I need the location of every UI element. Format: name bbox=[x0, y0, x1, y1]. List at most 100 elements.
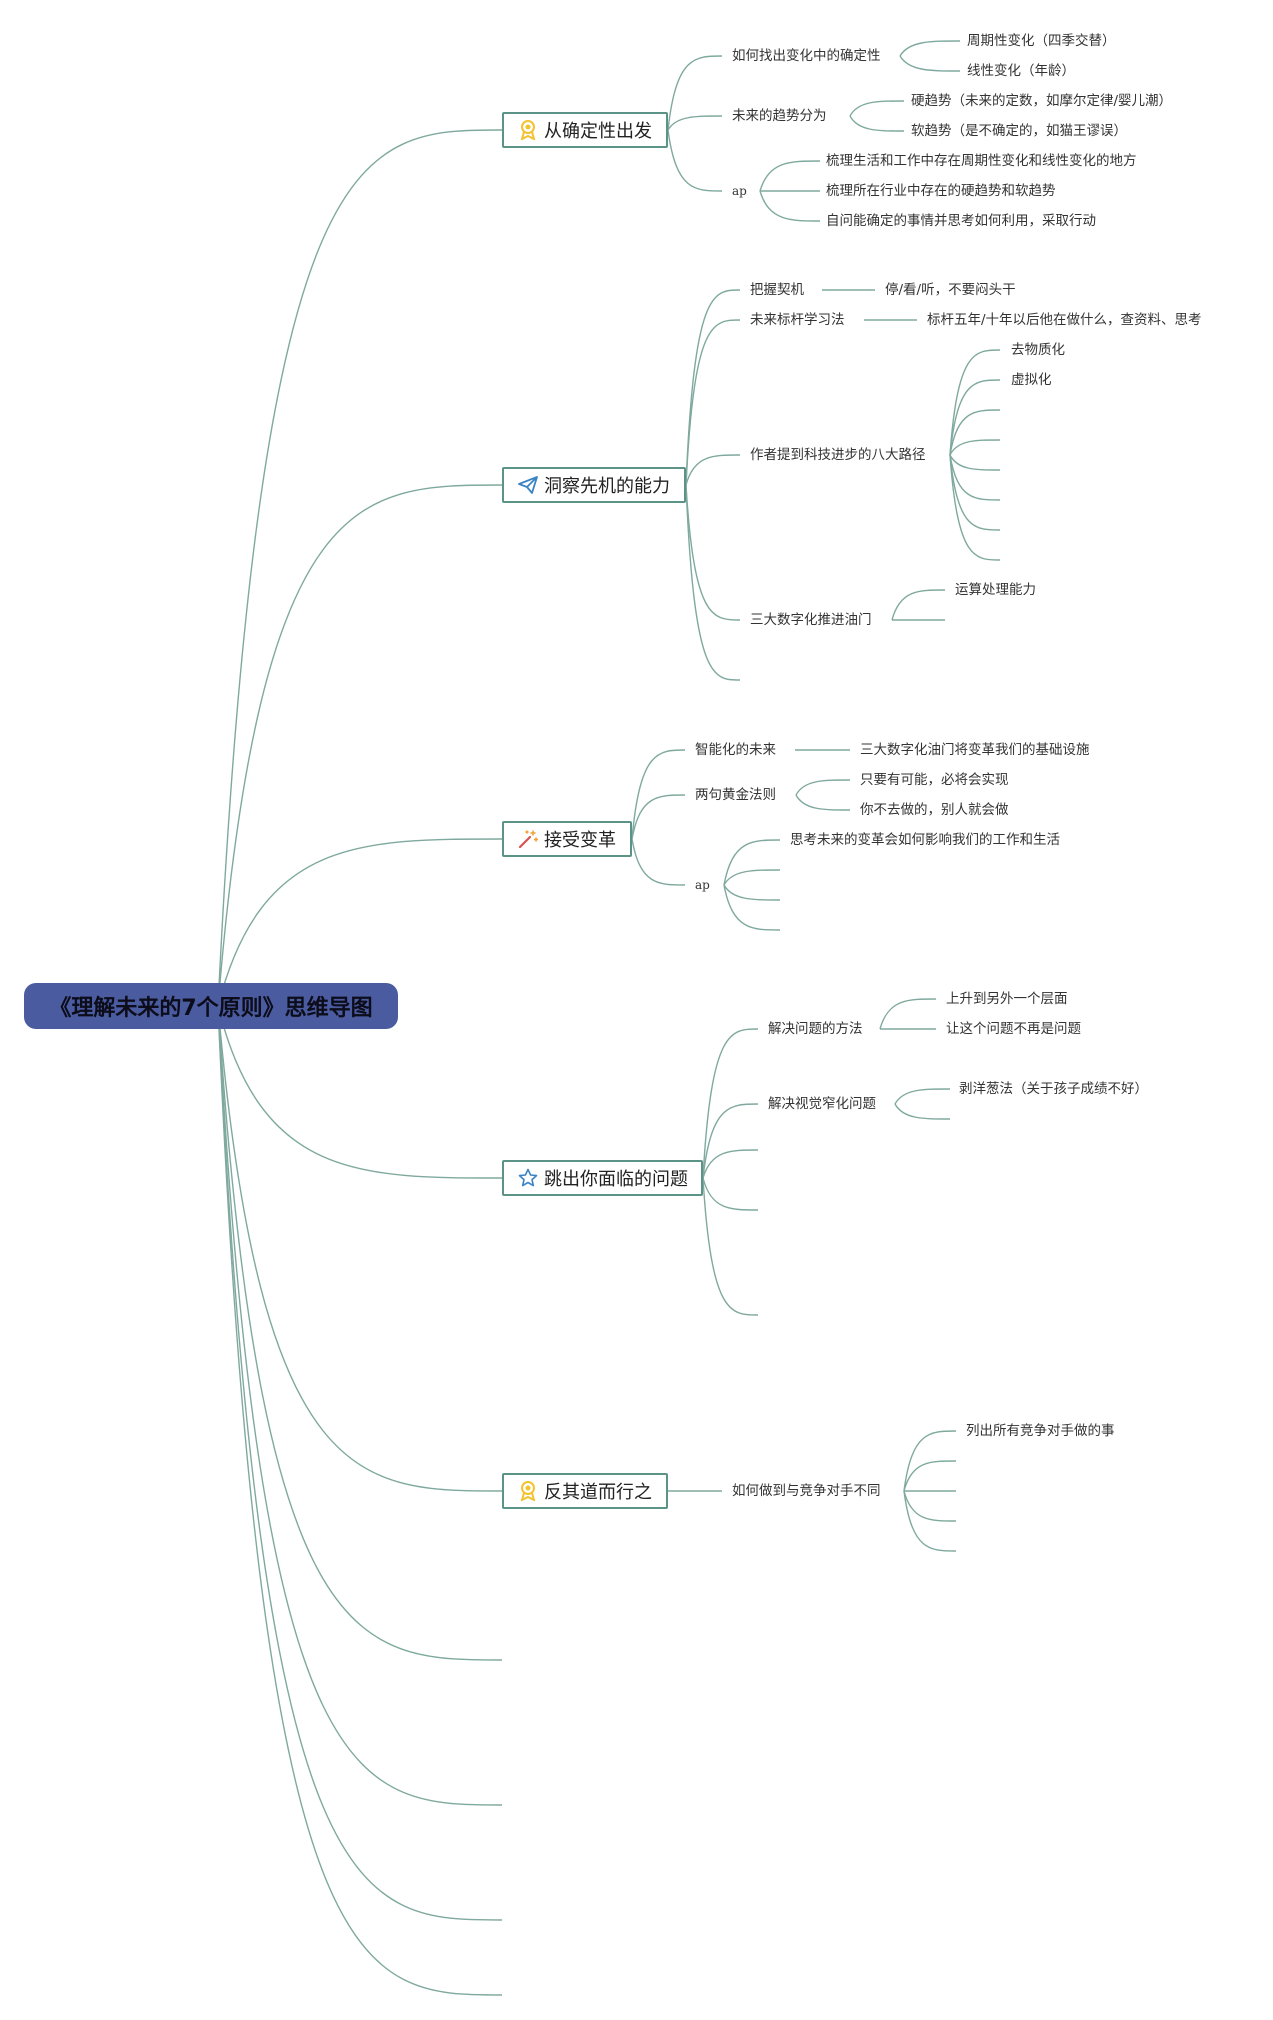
star-icon bbox=[518, 1168, 538, 1188]
leaf-topic[interactable]: 去物质化 bbox=[1011, 342, 1065, 358]
subtopic[interactable]: 解决视觉窄化问题 bbox=[768, 1096, 876, 1112]
leaf-topic[interactable]: 标杆五年/十年以后他在做什么，查资料、思考 bbox=[927, 312, 1202, 328]
connector-curve bbox=[685, 319, 741, 486]
award-icon bbox=[518, 1481, 538, 1501]
leaf-topic[interactable]: 你不去做的，别人就会做 bbox=[860, 802, 1009, 818]
leaf-topic[interactable]: 列出所有竞争对手做的事 bbox=[966, 1423, 1115, 1439]
subtopic[interactable]: 智能化的未来 bbox=[695, 742, 776, 758]
connector-curve bbox=[795, 779, 851, 796]
connector-curve bbox=[631, 794, 686, 840]
connector-curve bbox=[685, 484, 741, 681]
leaf-topic[interactable]: 剥洋葱法（关于孩子成绩不好） bbox=[959, 1081, 1148, 1097]
connector-curve bbox=[723, 884, 781, 931]
connector-curve bbox=[949, 454, 1001, 501]
branch-topic-3[interactable]: 接受变革 bbox=[502, 821, 632, 857]
connector-curve bbox=[949, 454, 1001, 561]
connector-curve bbox=[217, 484, 503, 1007]
connector-curve bbox=[903, 1430, 957, 1492]
connector-curve bbox=[631, 749, 686, 840]
subtopic[interactable]: ap bbox=[732, 184, 747, 198]
leaf-topic[interactable]: 周期性变化（四季交替） bbox=[967, 33, 1116, 49]
branch-label: 跳出你面临的问题 bbox=[544, 1169, 688, 1190]
subtopic[interactable]: 三大数字化推进油门 bbox=[750, 612, 872, 628]
leaf-topic[interactable]: 停/看/听，不要闷头干 bbox=[885, 282, 1016, 298]
root-title: 《理解未来的7个原则》思维导图 bbox=[49, 996, 373, 1021]
leaf-topic[interactable]: 虚拟化 bbox=[1011, 372, 1052, 388]
connector-curve bbox=[849, 100, 905, 117]
send-icon bbox=[518, 475, 538, 495]
connector-curve bbox=[723, 869, 781, 886]
connector-curve bbox=[899, 55, 961, 72]
leaf-topic[interactable]: 思考未来的变革会如何影响我们的工作和生活 bbox=[790, 832, 1060, 848]
subtopic[interactable]: 未来标杆学习法 bbox=[750, 312, 845, 328]
branch-topic-5[interactable]: 反其道而行之 bbox=[502, 1473, 668, 1509]
leaf-topic[interactable]: 运算处理能力 bbox=[955, 582, 1036, 598]
connector-curve bbox=[849, 115, 905, 132]
connector-curve bbox=[217, 1005, 503, 1806]
connector-curve bbox=[631, 838, 686, 886]
connector-curve bbox=[899, 40, 961, 57]
connector-curve bbox=[702, 1028, 759, 1179]
connector-curve bbox=[217, 1005, 503, 1661]
leaf-topic[interactable]: 三大数字化油门将变革我们的基础设施 bbox=[860, 742, 1090, 758]
connector-curve bbox=[795, 794, 851, 811]
subtopic[interactable]: 未来的趋势分为 bbox=[732, 108, 827, 124]
award-icon bbox=[518, 120, 538, 140]
connector-curve bbox=[217, 838, 503, 1007]
connector-curve bbox=[759, 160, 821, 192]
subtopic[interactable]: 把握契机 bbox=[750, 282, 804, 298]
connector-curve bbox=[949, 409, 1001, 456]
connector-curve bbox=[217, 1005, 503, 1921]
connector-curve bbox=[891, 589, 946, 621]
connector-curve bbox=[217, 1005, 503, 1179]
branch-label: 从确定性出发 bbox=[544, 121, 652, 142]
connector-curve bbox=[894, 1103, 951, 1120]
connector-curve bbox=[702, 1177, 759, 1211]
connector-curve bbox=[894, 1088, 951, 1105]
subtopic[interactable]: 作者提到科技进步的八大路径 bbox=[750, 447, 926, 463]
leaf-topic[interactable]: 让这个问题不再是问题 bbox=[946, 1021, 1081, 1037]
branch-label: 反其道而行之 bbox=[544, 1482, 652, 1503]
leaf-topic[interactable]: 软趋势（是不确定的，如猫王谬误） bbox=[911, 123, 1127, 139]
connector-curve bbox=[685, 454, 741, 486]
connector-curve bbox=[949, 379, 1001, 456]
magic-wand-icon bbox=[518, 829, 538, 849]
leaf-topic[interactable]: 上升到另外一个层面 bbox=[946, 991, 1068, 1007]
connector-curve bbox=[759, 190, 821, 222]
branch-topic-4[interactable]: 跳出你面临的问题 bbox=[502, 1160, 703, 1196]
subtopic[interactable]: 两句黄金法则 bbox=[695, 787, 776, 803]
connector-curve bbox=[667, 55, 723, 131]
connector-curve bbox=[685, 484, 741, 621]
connector-curve bbox=[667, 129, 723, 192]
branch-topic-2[interactable]: 洞察先机的能力 bbox=[502, 467, 686, 503]
connector-curve bbox=[903, 1460, 957, 1492]
connector-curve bbox=[702, 1103, 759, 1179]
leaf-topic[interactable]: 梳理生活和工作中存在周期性变化和线性变化的地方 bbox=[826, 153, 1137, 169]
connector-curve bbox=[949, 454, 1001, 531]
connector-curve bbox=[903, 1490, 957, 1552]
connector-curve bbox=[723, 839, 781, 886]
connector-curve bbox=[702, 1149, 759, 1179]
leaf-topic[interactable]: 梳理所在行业中存在的硬趋势和软趋势 bbox=[826, 183, 1056, 199]
branch-topic-1[interactable]: 从确定性出发 bbox=[502, 112, 668, 148]
connector-curve bbox=[217, 129, 503, 1007]
connector-curve bbox=[217, 1005, 503, 1996]
connector-curve bbox=[702, 1177, 759, 1316]
connector-curve bbox=[879, 998, 937, 1030]
connector-curve bbox=[685, 289, 741, 486]
connector-curve bbox=[903, 1490, 957, 1522]
subtopic[interactable]: 如何做到与竞争对手不同 bbox=[732, 1483, 881, 1499]
leaf-topic[interactable]: 线性变化（年龄） bbox=[967, 63, 1075, 79]
connector-curve bbox=[667, 115, 723, 131]
leaf-topic[interactable]: 只要有可能，必将会实现 bbox=[860, 772, 1009, 788]
subtopic[interactable]: ap bbox=[695, 878, 710, 892]
subtopic[interactable]: 解决问题的方法 bbox=[768, 1021, 863, 1037]
connector-curve bbox=[949, 454, 1001, 471]
leaf-topic[interactable]: 硬趋势（未来的定数，如摩尔定律/婴儿潮） bbox=[911, 93, 1173, 109]
connector-curve bbox=[949, 349, 1001, 456]
root-topic[interactable]: 《理解未来的7个原则》思维导图 bbox=[24, 983, 398, 1029]
connector-curve bbox=[217, 1005, 503, 1492]
leaf-topic[interactable]: 自问能确定的事情并思考如何利用，采取行动 bbox=[826, 213, 1096, 229]
subtopic[interactable]: 如何找出变化中的确定性 bbox=[732, 48, 881, 64]
